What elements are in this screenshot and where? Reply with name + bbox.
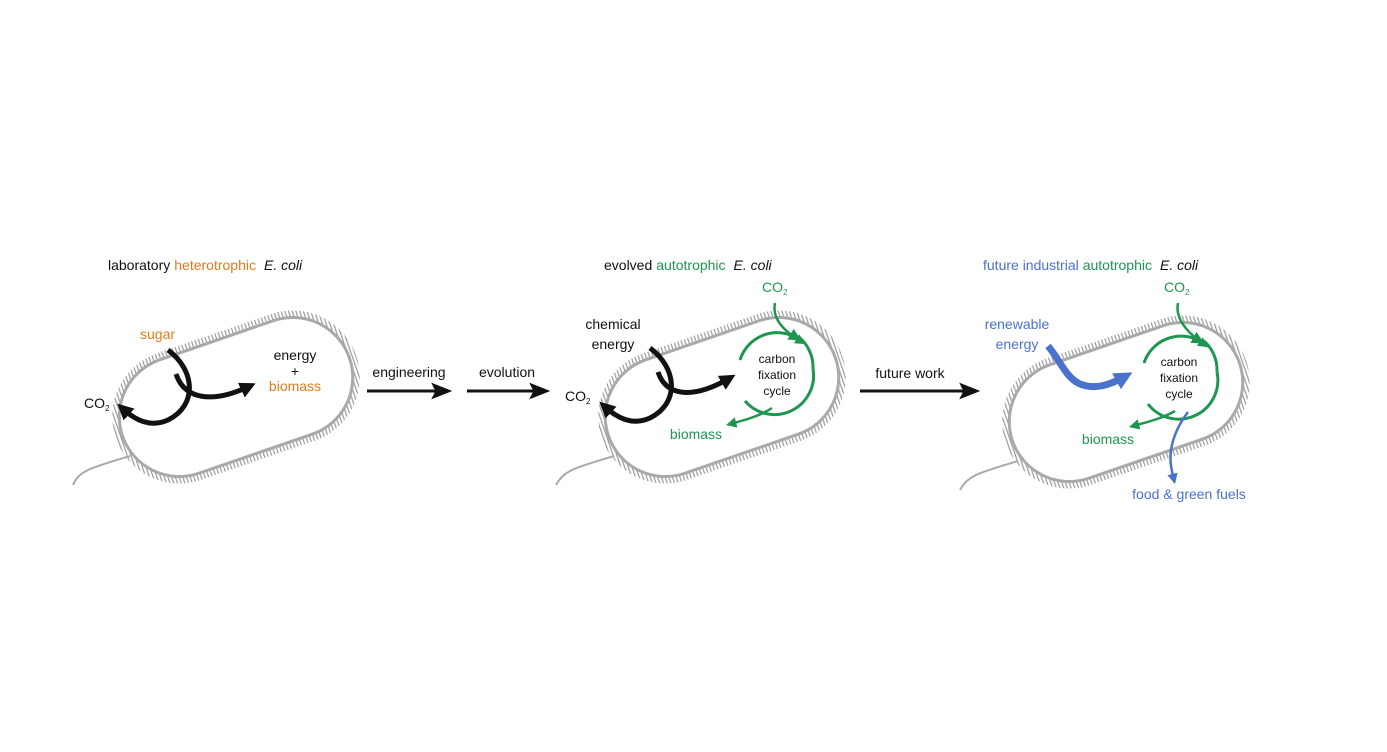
flagellum-3 [959,460,1019,491]
plus-label-1: + [291,363,299,379]
panel3-title-a: future industrial [983,257,1079,273]
co2-label-1: CO2 [84,395,110,413]
renewable-energy-arrow [1045,343,1133,391]
sugar-to-co2-arrow [117,347,192,426]
co2-label-1-sub: 2 [105,404,110,413]
panel2-title-b: autotrophic [656,257,725,273]
co2-top-label-3: CO2 [1164,279,1190,297]
renewable-label: renewable [985,316,1050,332]
products-out-arrow [1167,411,1189,485]
panel1-title-a: laboratory [108,257,170,273]
engineering-label: engineering [372,364,445,380]
co2-top-label-3-sub: 2 [1185,288,1190,297]
co2-top-label-2: CO2 [762,279,788,297]
energy-label-1: energy [274,347,317,363]
biomass-out-arrow-3 [1128,409,1176,430]
cell-3 [1002,315,1250,489]
carbon-fixation-cycle-3 [1142,336,1220,421]
evolution-label: evolution [479,364,535,380]
chemical-label: chemical [585,316,640,332]
co2-left-label-2-sub: 2 [586,397,591,406]
flagellum-2 [555,455,615,486]
co2-in-arrow-3 [1176,302,1209,348]
panel3-title-b: autotrophic [1083,257,1152,273]
panel1-title-b: heterotrophic [174,257,256,273]
cycle-label-3c: cycle [1165,387,1193,401]
co2-in-arrow-2 [773,302,806,345]
cycle-label-3b: fixation [1160,371,1198,385]
chemical-energy-label: energy [592,336,635,352]
panel3-title-c: E. coli [1160,257,1199,273]
panel2-title-a: evolved [604,257,652,273]
biomass-label-3: biomass [1082,431,1134,447]
panel2-title-c: E. coli [734,257,773,273]
sugar-label: sugar [140,326,175,342]
biomass-label-2: biomass [670,426,722,442]
cycle-label-2c: cycle [763,384,791,398]
products-label: food & green fuels [1132,486,1246,502]
co2-top-label-2-main: CO [762,279,783,295]
co2-top-label-2-sub: 2 [783,288,788,297]
panel1-title-c: E. coli [264,257,303,273]
renewable-energy-label: energy [996,336,1039,352]
co2-label-1-main: CO [84,395,105,411]
chemical-energy-to-cycle-arrow [655,371,736,395]
cycle-label-2b: fixation [758,368,796,382]
cycle-label-2a: carbon [759,352,796,366]
co2-left-label-2-main: CO [565,388,586,404]
future-work-label: future work [875,365,945,381]
sugar-to-biomass-arrow [173,373,256,400]
biomass-out-arrow-2 [725,406,773,428]
chemical-energy-to-co2-arrow [599,345,674,424]
flagellum-1 [72,455,131,486]
biomass-label-1: biomass [269,378,321,394]
co2-top-label-3-main: CO [1164,279,1185,295]
co2-left-label-2: CO2 [565,388,591,406]
cycle-label-3a: carbon [1161,355,1198,369]
